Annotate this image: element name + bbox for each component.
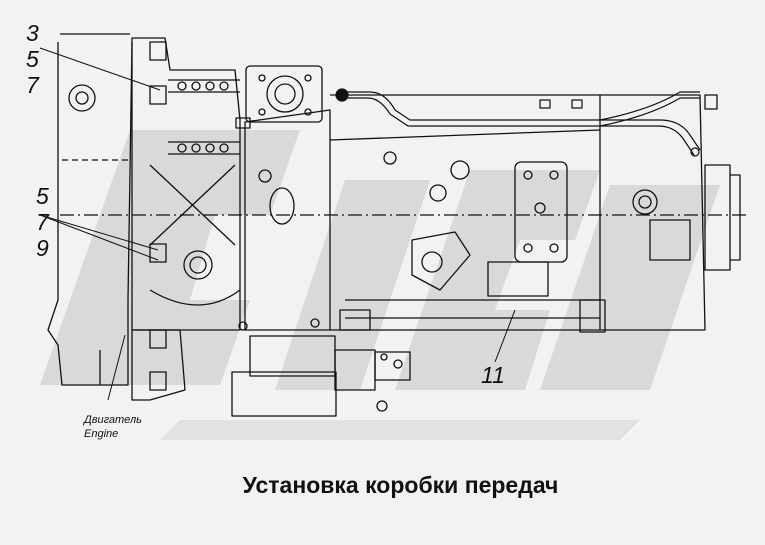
callout-9-middle: 9 — [36, 235, 49, 261]
callout-7-middle: 7 — [36, 209, 49, 235]
output-flange — [704, 94, 741, 271]
leader-lines — [39, 47, 516, 401]
callout-5-top: 5 — [26, 46, 39, 72]
callout-3-top: 3 — [26, 20, 39, 46]
gearbox-housing — [244, 94, 706, 333]
callout-7-top: 7 — [26, 72, 39, 98]
bell-housing — [131, 37, 241, 401]
diagram-caption: Установка коробки передач — [242, 472, 559, 498]
clutch-cylinder — [235, 65, 323, 129]
air-pipeline — [335, 88, 701, 157]
engine-block — [47, 33, 133, 386]
watermark-logo — [40, 130, 720, 440]
callout-11: 11 — [481, 362, 505, 388]
engine-label-ru: Двигатель — [84, 414, 142, 426]
starter-motor — [231, 318, 411, 417]
callout-5-middle: 5 — [36, 183, 49, 209]
engine-label-en: Engine — [84, 428, 119, 440]
